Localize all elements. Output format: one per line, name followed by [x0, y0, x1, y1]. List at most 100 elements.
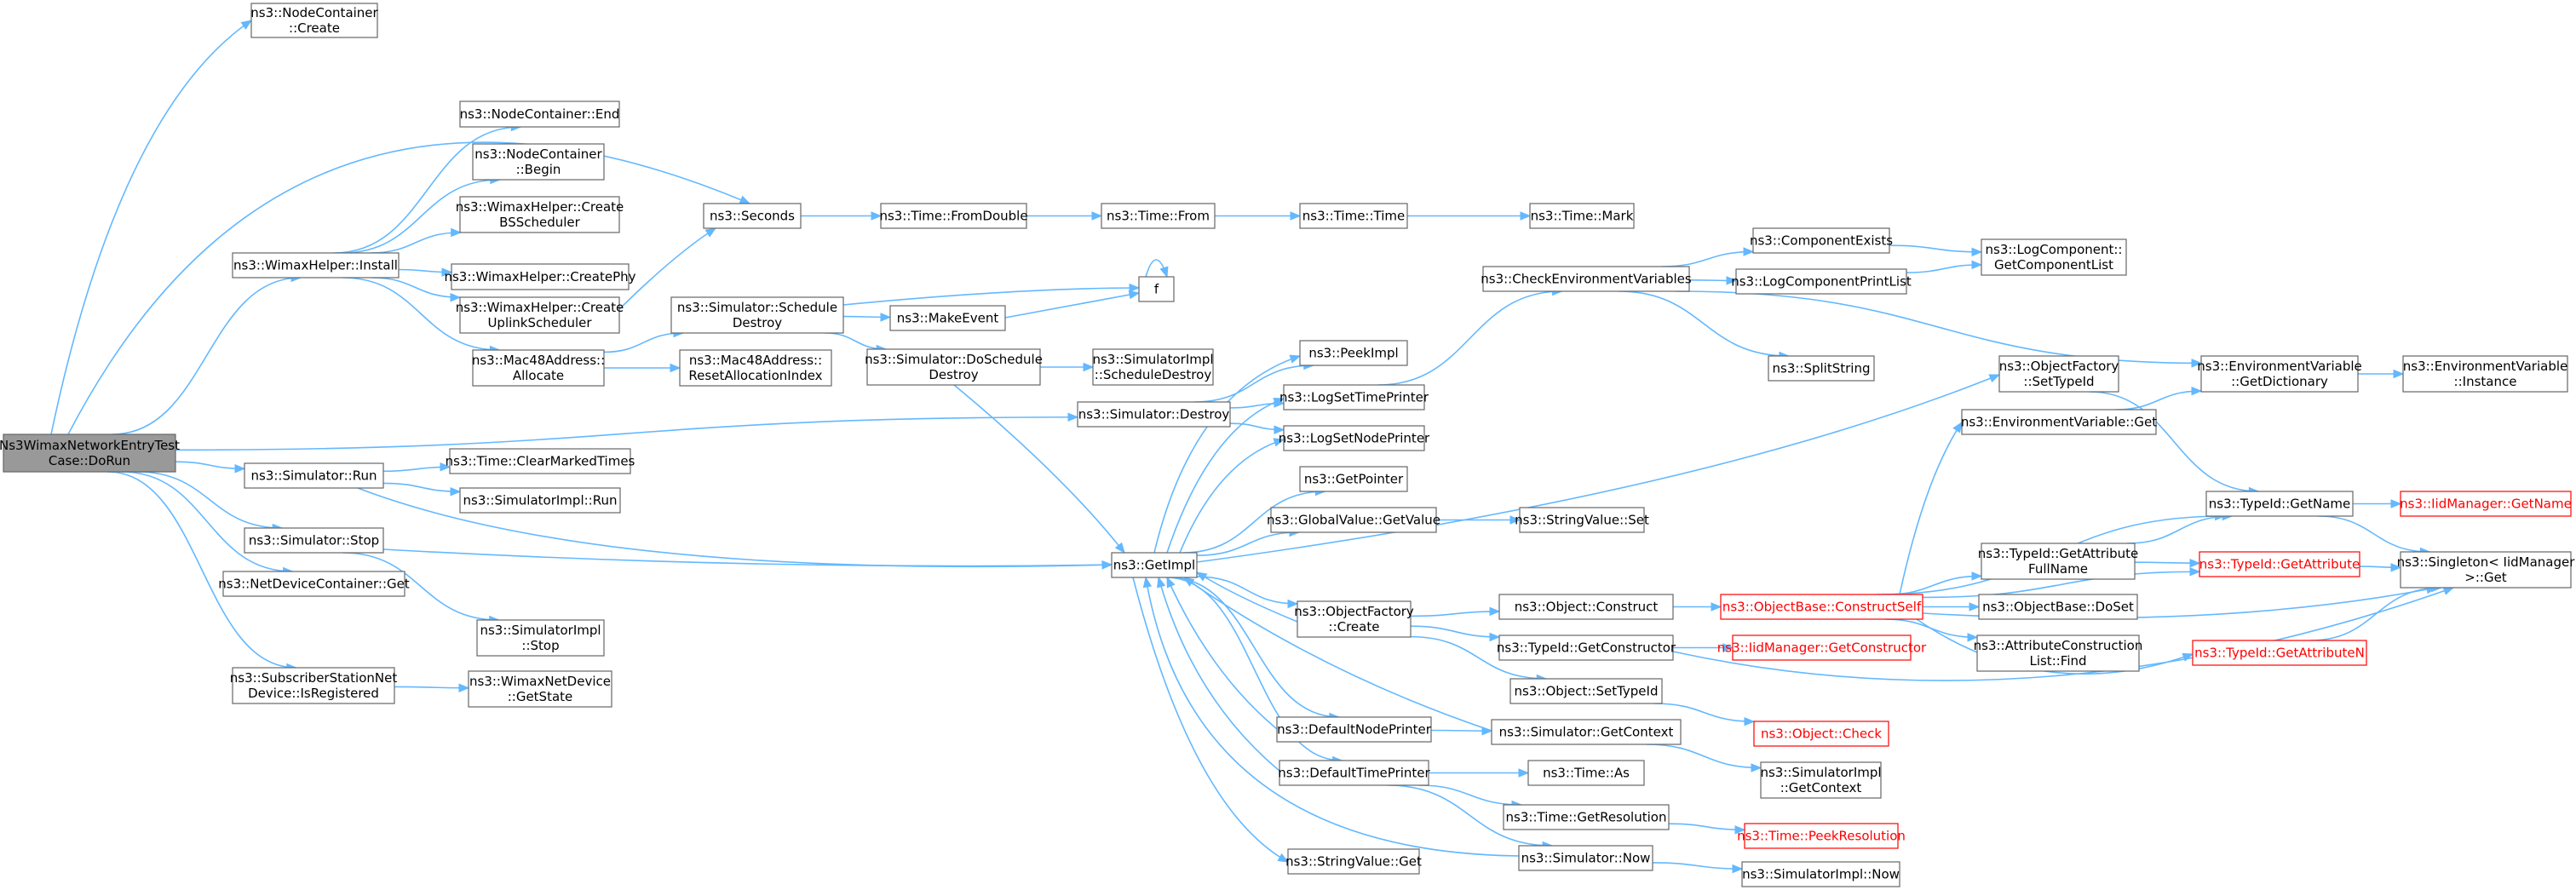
- edge-ob_constructself-to-tid_getattr: [1922, 566, 2201, 599]
- node-label: Allocate: [513, 368, 564, 383]
- node-sim-stop[interactable]: ns3::Simulator::Stop: [244, 527, 384, 554]
- node-label: ns3::GetPointer: [1304, 472, 1404, 487]
- node-label: ns3::GetImpl: [1113, 558, 1195, 573]
- node-t-mark[interactable]: ns3::Time::Mark: [1529, 203, 1635, 229]
- node-makeevent[interactable]: ns3::MakeEvent: [889, 305, 1006, 331]
- node-of-create[interactable]: ns3::ObjectFactory::Create: [1294, 600, 1414, 638]
- node-compexists[interactable]: ns3::ComponentExists: [1750, 227, 1893, 254]
- node-label: ns3::Time::FromDouble: [879, 209, 1027, 224]
- node-label: ::GetState: [508, 689, 573, 704]
- node-splitstring[interactable]: ns3::SplitString: [1768, 355, 1875, 382]
- edge-t_from-to-t_time: [1214, 211, 1302, 221]
- node-sim-getctx[interactable]: ns3::Simulator::GetContext: [1491, 719, 1682, 745]
- edge-tid_getctor-to-iid_getctor: [1673, 643, 1734, 652]
- node-sv-set[interactable]: ns3::StringValue::Set: [1515, 507, 1649, 533]
- node-simimpl-run[interactable]: ns3::SimulatorImpl::Run: [459, 487, 621, 514]
- node-logcompprint[interactable]: ns3::LogComponentPrintList: [1731, 268, 1912, 295]
- node-logcomp-getlist[interactable]: ns3::LogComponent::GetComponentList: [1981, 238, 2127, 276]
- node-simimpl-stop[interactable]: ns3::SimulatorImpl::Stop: [476, 619, 605, 657]
- node-obj-check[interactable]: ns3::Object::Check: [1753, 721, 1889, 747]
- node-mac-alloc[interactable]: ns3::Mac48Address::Allocate: [472, 349, 605, 387]
- node-getpointer[interactable]: ns3::GetPointer: [1299, 466, 1408, 492]
- edge-dorun-to-sim_destroy: [175, 412, 1079, 451]
- node-mac-reset[interactable]: ns3::Mac48Address::ResetAllocationIndex: [679, 349, 832, 387]
- node-envvar-get[interactable]: ns3::EnvironmentVariable::Get: [1961, 409, 2157, 435]
- node-defnode[interactable]: ns3::DefaultNodePrinter: [1276, 716, 1432, 743]
- node-obj-settypeid[interactable]: ns3::Object::SetTypeId: [1509, 678, 1663, 704]
- node-logsettime[interactable]: ns3::LogSetTimePrinter: [1279, 384, 1429, 411]
- edge-t_fromdouble-to-t_from: [1026, 211, 1103, 221]
- node-label: ns3::Time::As: [1543, 766, 1630, 781]
- node-t-time[interactable]: ns3::Time::Time: [1299, 203, 1408, 229]
- node-logsetnode[interactable]: ns3::LogSetNodePrinter: [1279, 425, 1430, 451]
- node-peekimpl[interactable]: ns3::PeekImpl: [1299, 340, 1408, 366]
- edge-layer: [50, 20, 2455, 874]
- node-nc-end[interactable]: ns3::NodeContainer::End: [459, 100, 620, 128]
- node-t-getres[interactable]: ns3::Time::GetResolution: [1503, 804, 1670, 830]
- node-envvar-getdict[interactable]: ns3::EnvironmentVariable::GetDictionary: [2197, 355, 2362, 393]
- node-iid-getname[interactable]: ns3::IidManager::GetName: [2400, 491, 2572, 517]
- edge-ob_constructself-to-envvar_get: [1899, 421, 1963, 595]
- edge-tid_getattr-to-singleton_get: [2359, 563, 2402, 572]
- node-ss-isreg[interactable]: ns3::SubscriberStationNetDevice::IsRegis…: [230, 667, 398, 704]
- node-t-clear[interactable]: ns3::Time::ClearMarkedTimes: [446, 448, 635, 474]
- node-simimpl-now[interactable]: ns3::SimulatorImpl::Now: [1741, 861, 1900, 887]
- node-f[interactable]: f: [1138, 276, 1175, 302]
- node-singleton-get[interactable]: ns3::Singleton< IidManager>::Get: [2397, 551, 2576, 589]
- node-simimpl-getctx[interactable]: ns3::SimulatorImpl::GetContext: [1760, 761, 1882, 799]
- node-t-as[interactable]: ns3::Time::As: [1527, 760, 1645, 786]
- node-nc-create[interactable]: ns3::NodeContainer::Create: [250, 3, 379, 38]
- node-t-from[interactable]: ns3::Time::From: [1101, 203, 1216, 229]
- node-sv-get[interactable]: ns3::StringValue::Get: [1285, 848, 1422, 875]
- node-label: ns3::MakeEvent: [897, 311, 999, 326]
- edge-getimpl-to-of_settypeid: [1196, 374, 2001, 563]
- node-label: ns3::SimulatorImpl::Run: [463, 493, 618, 508]
- node-label: ns3::NodeContainer: [250, 5, 378, 20]
- edge-seconds-to-t_fromdouble: [800, 211, 883, 221]
- node-deftime[interactable]: ns3::DefaultTimePrinter: [1278, 760, 1431, 786]
- node-label: ::Begin: [516, 162, 561, 177]
- node-ndc-get[interactable]: ns3::NetDeviceContainer::Get: [218, 571, 410, 597]
- node-simimpl-sched[interactable]: ns3::SimulatorImpl::ScheduleDestroy: [1092, 348, 1214, 386]
- node-ob-doset[interactable]: ns3::ObjectBase::DoSet: [1978, 594, 2138, 620]
- edge-of_create-to-obj_construct: [1410, 606, 1501, 617]
- edge-f-to-f: [1145, 259, 1169, 278]
- node-label: Destroy: [929, 367, 978, 382]
- node-gv-getvalue[interactable]: ns3::GlobalValue::GetValue: [1267, 507, 1440, 533]
- node-nc-begin[interactable]: ns3::NodeContainer::Begin: [472, 143, 605, 181]
- node-iid-getctor[interactable]: ns3::IidManager::GetConstructor: [1717, 634, 1927, 661]
- node-getimpl[interactable]: ns3::GetImpl: [1111, 552, 1198, 578]
- node-t-peekres[interactable]: ns3::Time::PeekResolution: [1737, 823, 1906, 849]
- node-label: GetComponentList: [1994, 257, 2113, 273]
- node-checkenv[interactable]: ns3::CheckEnvironmentVariables: [1481, 266, 1692, 292]
- node-label: >::Get: [2464, 570, 2507, 585]
- node-tid-getattrn[interactable]: ns3::TypeId::GetAttributeN: [2192, 640, 2367, 666]
- node-wh-phy[interactable]: ns3::WimaxHelper::CreatePhy: [444, 263, 636, 290]
- edge-checkenv-to-logcompprint: [1688, 276, 1738, 285]
- node-sim-now[interactable]: ns3::Simulator::Now: [1518, 845, 1653, 871]
- node-wh-install[interactable]: ns3::WimaxHelper::Install: [232, 252, 400, 278]
- node-tid-getattr[interactable]: ns3::TypeId::GetAttribute: [2199, 551, 2360, 577]
- node-seconds[interactable]: ns3::Seconds: [703, 203, 802, 229]
- node-envvar-inst[interactable]: ns3::EnvironmentVariable::Instance: [2402, 355, 2568, 393]
- node-label: ns3::NodeContainer::End: [460, 106, 620, 122]
- edge-of_create-to-getimpl: [1195, 571, 1298, 623]
- edge-of_create-to-tid_getctor: [1410, 625, 1501, 642]
- node-sim-sched[interactable]: ns3::Simulator::ScheduleDestroy: [670, 296, 844, 334]
- node-tid-getctor[interactable]: ns3::TypeId::GetConstructor: [1497, 634, 1676, 661]
- node-sim-destroy[interactable]: ns3::Simulator::Destroy: [1077, 401, 1231, 428]
- node-of-settypeid[interactable]: ns3::ObjectFactory::SetTypeId: [1998, 355, 2119, 393]
- node-tid-getname[interactable]: ns3::TypeId::GetName: [2205, 491, 2354, 517]
- node-obj-construct[interactable]: ns3::Object::Construct: [1498, 594, 1674, 620]
- node-sim-run[interactable]: ns3::Simulator::Run: [244, 462, 384, 489]
- node-ob-constructself[interactable]: ns3::ObjectBase::ConstructSelf: [1720, 594, 1923, 620]
- node-label: ns3::TypeId::GetConstructor: [1497, 640, 1676, 656]
- node-t-fromdouble[interactable]: ns3::Time::FromDouble: [879, 203, 1028, 229]
- node-wnd-getstate[interactable]: ns3::WimaxNetDevice::GetState: [468, 670, 612, 708]
